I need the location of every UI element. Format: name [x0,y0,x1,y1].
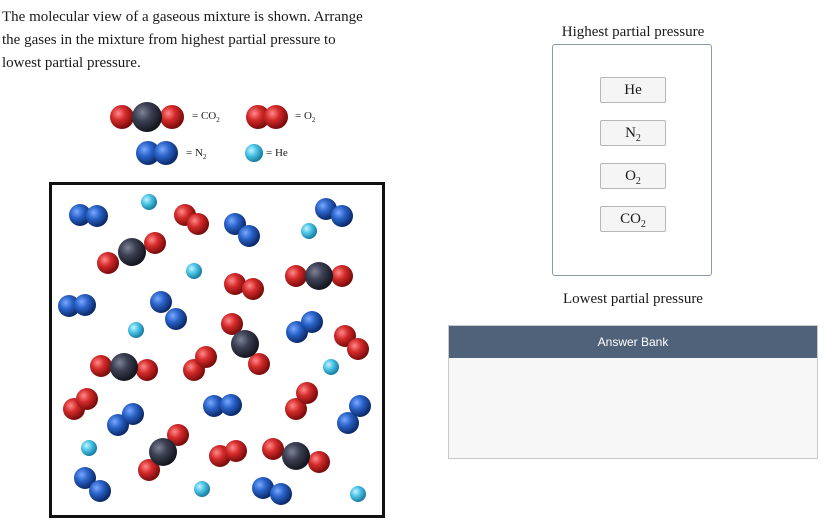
legend-he-label: = He [266,147,288,159]
legend-o2-label: = O2 [295,110,316,125]
ranking-item-n2[interactable]: N2 [600,120,666,146]
he-atom [323,359,339,375]
answer-bank-title: Answer Bank [449,326,817,358]
question-line-1: The molecular view of a gaseous mixture … [2,9,363,25]
he-atom [186,263,202,279]
he-atom [141,194,157,210]
molecular-view-canvas [58,194,371,505]
n2-molecule [203,394,242,417]
lowest-pressure-label: Lowest partial pressure [563,291,703,307]
he-atom [350,486,366,502]
answer-bank: Answer Bank [448,325,818,459]
n2-molecule [107,403,144,436]
molecule-legend: = CO2 = O2 = N2 = He [108,98,348,178]
n2-molecule [58,294,96,317]
ranking-dropzone[interactable]: He N2 O2 CO2 [552,44,712,276]
o2-molecule [285,382,318,420]
he-atom [301,223,317,239]
o2-molecule [63,388,98,420]
legend-co2-molecule [110,102,184,132]
co2-molecule [262,438,330,473]
n2-molecule [315,198,353,227]
legend-o2-molecule [246,105,288,129]
o2-molecule [224,273,264,300]
molecular-view-box [49,182,385,518]
o2-molecule [209,440,247,467]
legend-molecules [110,102,288,165]
question-text: The molecular view of a gaseous mixture … [2,6,402,75]
question-line-3: lowest partial pressure. [2,55,141,71]
highest-pressure-label: Highest partial pressure [561,24,705,40]
o2-molecule [174,204,209,235]
ranking-item-o2[interactable]: O2 [600,163,666,189]
co2-molecule [221,313,270,375]
n2-molecule [224,213,260,247]
co2-molecule [138,424,189,481]
legend-he-atom [245,144,263,162]
he-atom [194,481,210,497]
ranking-item-co2[interactable]: CO2 [600,206,666,232]
co2-molecule [90,353,158,381]
n2-molecule [286,311,323,343]
legend-n2-molecule [136,141,178,165]
n2-molecule [150,291,187,330]
answer-bank-dropzone[interactable] [449,358,817,458]
n2-molecule [69,204,108,227]
n2-molecule [337,395,371,434]
he-atom [128,322,144,338]
n2-molecule [74,467,111,502]
he-atom [81,440,97,456]
o2-molecule [334,325,369,360]
co2-molecule [285,262,353,290]
legend-n2-label: = N2 [186,147,207,162]
n2-molecule [252,477,292,505]
ranking-item-he[interactable]: He [600,77,666,103]
question-line-2: the gases in the mixture from highest pa… [2,32,336,48]
co2-molecule [97,232,166,274]
o2-molecule [183,346,217,381]
legend-co2-label: = CO2 [192,110,220,125]
